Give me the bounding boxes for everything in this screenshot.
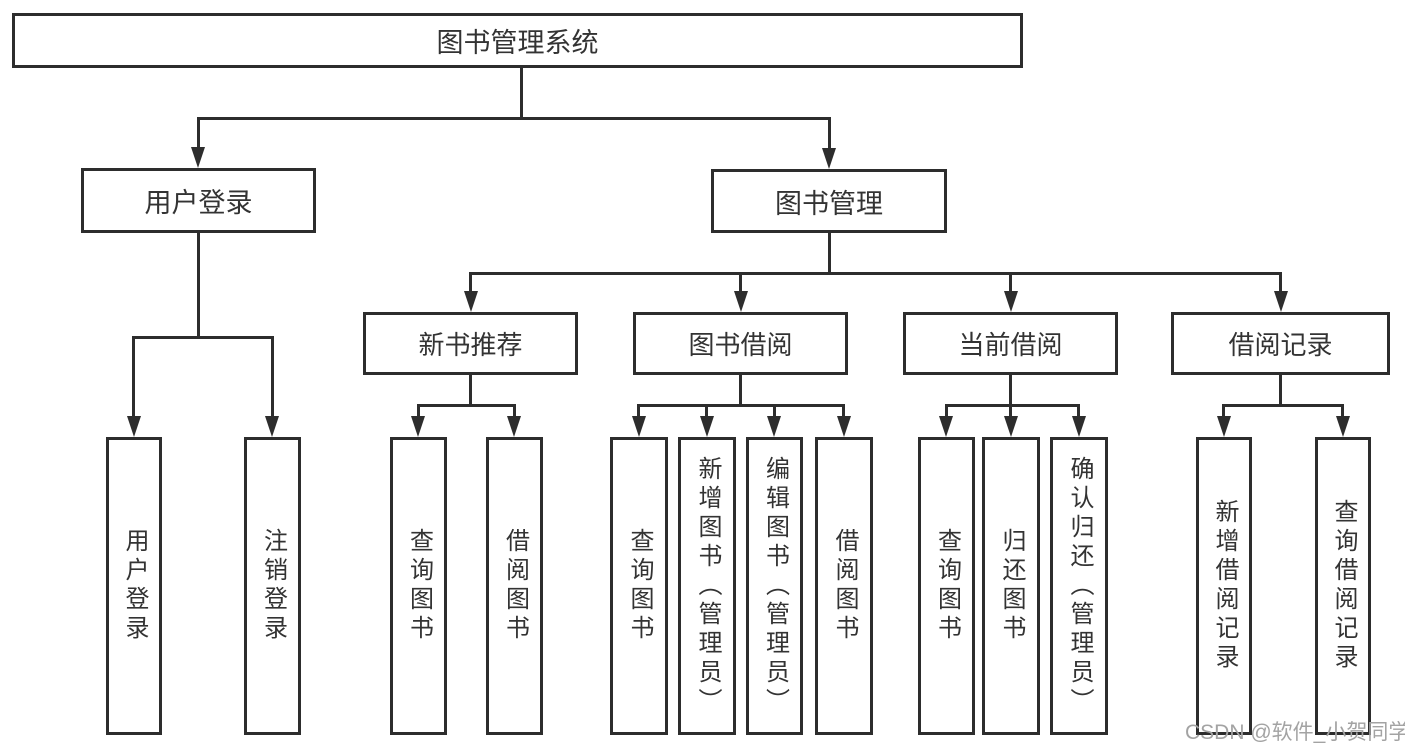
arrow-down-icon [127, 416, 141, 437]
node-leaf-br-query-record: 查询借阅记录 [1315, 437, 1371, 735]
arrow-down-icon [1217, 416, 1231, 437]
connector-cur-borrow-stub [1009, 375, 1012, 405]
node-leaf-bb-add-books-label: 新增图书（管理员） [694, 455, 721, 717]
connector-borrow-rec-stub [1279, 375, 1282, 405]
arrow-down-icon [265, 416, 279, 437]
arrow-down-icon [700, 416, 714, 437]
node-root: 图书管理系统 [12, 13, 1023, 68]
arrow-down-icon [632, 416, 646, 437]
node-book-borrow: 图书借阅 [633, 312, 848, 375]
node-leaf-bb-add-books: 新增图书（管理员） [678, 437, 736, 735]
connector-drop-nr-query [417, 404, 420, 420]
connector-drop-bb-edit [773, 404, 776, 420]
arrow-down-icon [1072, 416, 1086, 437]
node-leaf-user-login-label: 用户登录 [121, 528, 148, 644]
node-leaf-br-query-record-label: 查询借阅记录 [1330, 499, 1357, 673]
connector-drop-new-rec [469, 272, 472, 292]
node-user-login: 用户登录 [81, 168, 316, 233]
node-leaf-bb-borrow-books: 借阅图书 [815, 437, 873, 735]
arrow-down-icon [1336, 416, 1350, 437]
connector-drop-cb-return [1009, 404, 1012, 420]
node-leaf-cb-return-books: 归还图书 [982, 437, 1040, 735]
connector-book-borrow-hline [637, 404, 845, 407]
node-cur-borrow-label: 当前借阅 [958, 330, 1063, 360]
arrow-down-icon [734, 291, 748, 312]
connector-new-rec-hline [417, 404, 516, 407]
node-leaf-bb-query-books-label: 查询图书 [626, 528, 653, 644]
connector-drop-bb-borrow [842, 404, 845, 420]
connector-user-login-stub [197, 233, 200, 337]
connector-new-rec-stub [469, 375, 472, 405]
connector-drop-ul-logout [271, 336, 274, 417]
node-leaf-bb-edit-books: 编辑图书（管理员） [746, 437, 803, 735]
connector-user-login-hline [132, 336, 273, 339]
connector-drop-br-add [1222, 404, 1225, 420]
connector-book-mgmt-stub [828, 233, 831, 274]
arrow-down-icon [822, 148, 836, 169]
node-user-login-label: 用户登录 [144, 188, 253, 218]
node-leaf-cb-query-books-label: 查询图书 [933, 528, 961, 644]
connector-root-hline [197, 117, 831, 120]
node-leaf-logout-label: 注销登录 [259, 528, 287, 644]
arrow-down-icon [507, 416, 521, 437]
node-leaf-nr-query-books: 查询图书 [390, 437, 447, 735]
connector-book-mgmt-hline [469, 272, 1282, 275]
node-leaf-nr-borrow-books: 借阅图书 [486, 437, 543, 735]
connector-borrow-rec-hline [1223, 404, 1344, 407]
connector-drop-book-borrow [739, 272, 742, 292]
arrow-down-icon [191, 147, 205, 168]
node-leaf-bb-query-books: 查询图书 [610, 437, 668, 735]
csdn-watermark: CSDN @软件_小贺同学 [1185, 721, 1405, 744]
connector-drop-bb-add [705, 404, 708, 420]
node-cur-borrow: 当前借阅 [903, 312, 1118, 375]
node-book-borrow-label: 图书借阅 [688, 330, 793, 360]
connector-drop-ul-login [132, 336, 135, 417]
node-leaf-nr-borrow-books-label: 借阅图书 [501, 528, 529, 644]
node-leaf-nr-query-books-label: 查询图书 [405, 528, 433, 644]
arrow-down-icon [767, 416, 781, 437]
node-leaf-cb-confirm-return-label: 确认归还（管理员） [1066, 455, 1093, 717]
arrow-down-icon [1004, 416, 1018, 437]
connector-drop-br-query [1341, 404, 1344, 420]
node-leaf-br-add-record: 新增借阅记录 [1196, 437, 1252, 735]
node-new-book-rec-label: 新书推荐 [418, 330, 523, 360]
node-leaf-bb-edit-books-label: 编辑图书（管理员） [761, 455, 789, 717]
connector-drop-cur-borrow [1009, 272, 1012, 292]
connector-drop-cb-confirm [1077, 404, 1080, 420]
node-leaf-cb-confirm-return: 确认归还（管理员） [1050, 437, 1108, 735]
arrow-down-icon [411, 416, 425, 437]
connector-book-borrow-stub [739, 375, 742, 405]
arrow-down-icon [464, 291, 478, 312]
node-borrow-rec: 借阅记录 [1171, 312, 1390, 375]
node-leaf-cb-return-books-label: 归还图书 [998, 528, 1025, 644]
node-leaf-user-login: 用户登录 [106, 437, 162, 735]
node-book-mgmt: 图书管理 [711, 169, 947, 233]
connector-drop-book-mgmt [828, 117, 831, 148]
node-borrow-rec-label: 借阅记录 [1228, 330, 1333, 360]
node-leaf-cb-query-books: 查询图书 [918, 437, 975, 735]
node-leaf-bb-borrow-books-label: 借阅图书 [831, 528, 858, 644]
arrow-down-icon [1004, 291, 1018, 312]
node-new-book-rec: 新书推荐 [363, 312, 578, 375]
connector-drop-cb-query [945, 404, 948, 420]
arrow-down-icon [1274, 291, 1288, 312]
connector-drop-nr-borrow [513, 404, 516, 420]
connector-drop-borrow-rec [1279, 272, 1282, 292]
node-book-mgmt-label: 图书管理 [775, 188, 883, 219]
connector-cur-borrow-hline [945, 404, 1080, 407]
connector-drop-user-login [197, 117, 200, 148]
arrow-down-icon [939, 416, 953, 437]
connector-root-stub [520, 68, 523, 117]
node-leaf-logout: 注销登录 [244, 437, 301, 735]
node-leaf-br-add-record-label: 新增借阅记录 [1211, 499, 1238, 673]
arrow-down-icon [837, 416, 851, 437]
connector-drop-bb-query [637, 404, 640, 420]
node-root-label: 图书管理系统 [436, 28, 599, 58]
